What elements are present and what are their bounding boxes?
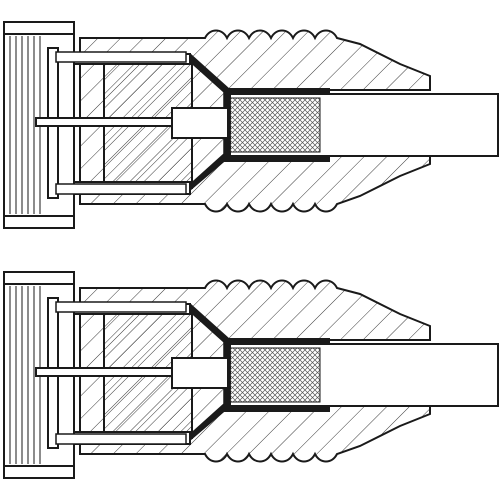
connector-bottom xyxy=(3,271,499,479)
connector-top xyxy=(3,21,499,229)
